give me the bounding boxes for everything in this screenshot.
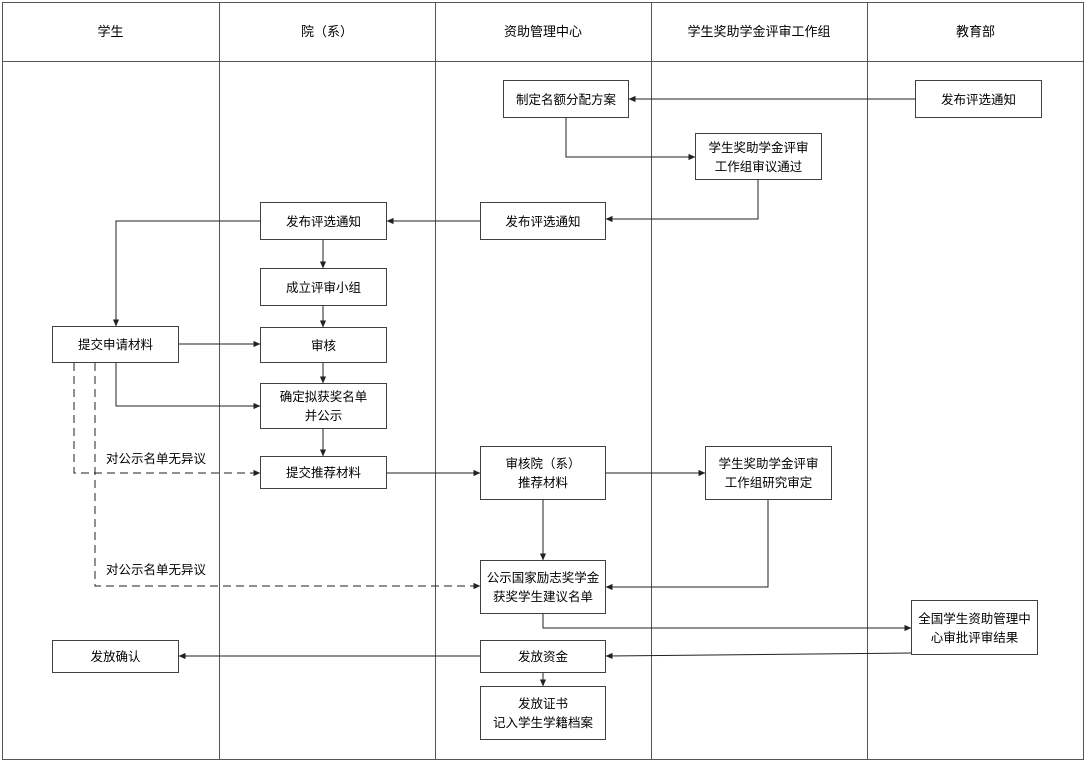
node-center-review: 审核院（系） 推荐材料 [480,446,606,500]
dashed-arrow-no-objection-1 [73,363,261,477]
node-text: 提交推荐材料 [285,465,361,480]
node-moe-notice: 发布评选通知 [915,80,1042,118]
lane-header-department: 院（系） [300,25,353,40]
node-panel-decide: 学生奖助学金评审 工作组研究审定 [705,446,832,500]
node-text: 推荐材料 [517,475,568,490]
node-submit-recommend: 提交推荐材料 [260,456,387,489]
lane-header-aid-center: 资助管理中心 [503,25,582,40]
node-quota-plan: 制定名额分配方案 [503,80,629,118]
dashed-arrow-no-objection-2 [94,363,481,590]
arrow-national-to-disburse [605,652,912,660]
node-text: 确定拟获奖名单 [279,389,368,404]
arrow-quota-to-panel [565,118,696,161]
node-review: 审核 [260,327,387,363]
node-text: 学生奖助学金评审 [718,456,819,471]
node-text: 工作组研究审定 [724,475,813,490]
node-national-approve: 全国学生资助管理中 心审批评审结果 [911,600,1038,655]
node-publicize: 公示国家励志奖学金 获奖学生建议名单 [480,560,606,614]
arrow-student-to-confirm [115,363,261,410]
node-text: 发放资金 [517,649,568,664]
node-disburse: 发放资金 [480,640,606,673]
arrow-panel-to-center-notice [605,180,759,223]
lane-header-student: 学生 [97,25,124,40]
node-text: 获奖学生建议名单 [492,589,593,604]
node-text: 工作组审议通过 [714,158,803,174]
arrow-panel-decide-to-publicize [605,500,769,591]
node-text: 发布评选通知 [505,213,581,229]
annotation-no-objection-2: 对公示名单无异议 [106,562,207,577]
annotation-no-objection-1: 对公示名单无异议 [106,451,207,466]
node-text: 发布评选通知 [285,213,361,229]
node-text: 发放证书 [517,696,568,711]
node-dept-notice: 发布评选通知 [260,202,387,240]
node-text: 心审批评审结果 [930,629,1019,645]
node-text: 记入学生学籍档案 [492,715,593,730]
lane-header-ministry: 教育部 [955,25,995,40]
node-text: 提交申请材料 [77,337,153,352]
node-panel-approve: 学生奖助学金评审 工作组审议通过 [695,133,822,180]
node-certificate: 发放证书 记入学生学籍档案 [480,686,606,740]
node-text: 发放确认 [90,649,141,664]
node-center-notice: 发布评选通知 [480,202,606,240]
node-text: 并公示 [304,408,343,423]
node-text: 全国学生资助管理中 [918,610,1031,626]
node-text: 发布评选通知 [940,91,1016,107]
node-confirm-list: 确定拟获奖名单 并公示 [260,383,387,429]
node-text: 成立评审小组 [285,279,361,295]
node-text: 审核 [310,337,336,353]
arrow-dept-notice-to-student [112,220,260,327]
node-text: 学生奖助学金评审 [708,139,809,155]
node-text: 制定名额分配方案 [515,91,616,107]
lane-header-review-panel: 学生奖助学金评审工作组 [687,25,831,40]
node-text: 公示国家励志奖学金 [486,570,600,585]
node-text: 审核院（系） [505,456,581,471]
node-form-panel: 成立评审小组 [260,268,387,306]
arrow-publicize-to-national [542,614,912,632]
node-confirm-receipt: 发放确认 [52,640,179,673]
node-submit-materials: 提交申请材料 [52,326,179,363]
